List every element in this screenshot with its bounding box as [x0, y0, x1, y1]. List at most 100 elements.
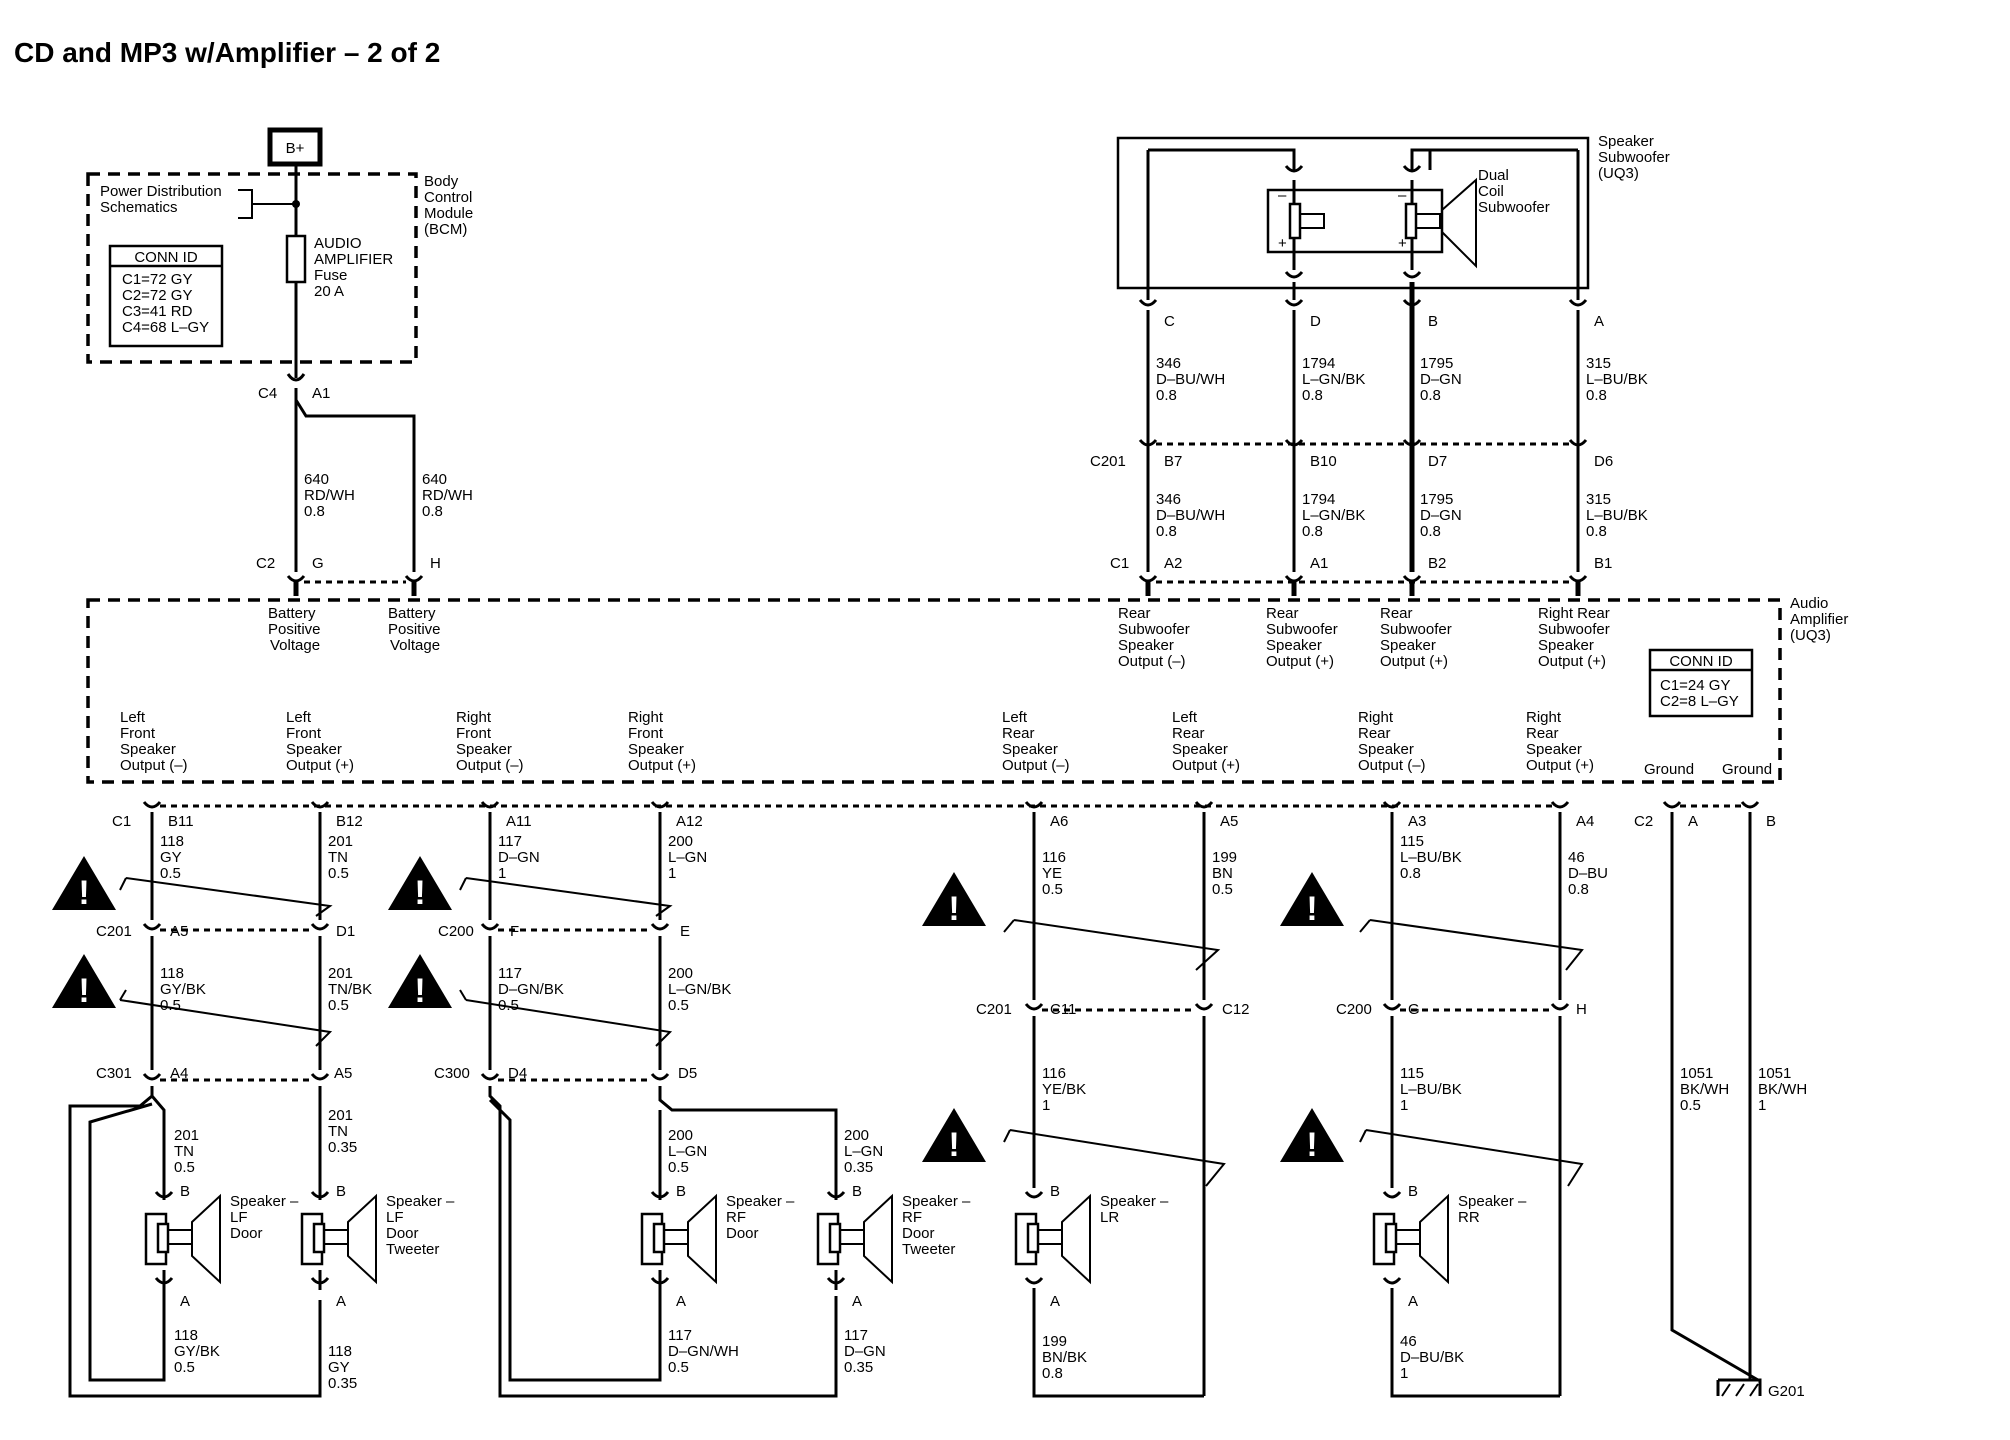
- svg-text:Speaker: Speaker: [1526, 741, 1582, 758]
- svg-text:D5: D5: [678, 1065, 697, 1082]
- svg-text:Subwoofer: Subwoofer: [1118, 621, 1190, 638]
- svg-text:200: 200: [668, 965, 693, 982]
- svg-text:0.8: 0.8: [1042, 1365, 1063, 1382]
- svg-text:L–GN/BK: L–GN/BK: [668, 981, 731, 998]
- svg-text:199: 199: [1212, 849, 1237, 866]
- svg-text:1: 1: [1758, 1097, 1766, 1114]
- svg-text:Front: Front: [456, 725, 492, 742]
- warning-icon: !: [388, 954, 452, 1010]
- svg-text:0.8: 0.8: [1420, 387, 1441, 404]
- connector-label-c1-top: C1: [1110, 555, 1129, 572]
- svg-text:0.8: 0.8: [1302, 387, 1323, 404]
- svg-text:Front: Front: [628, 725, 664, 742]
- svg-text:0.5: 0.5: [1212, 881, 1233, 898]
- svg-text:Speaker –: Speaker –: [726, 1193, 795, 1210]
- front-inline-labels: C201 A5 D1 C200 F E: [96, 923, 690, 940]
- svg-text:Body: Body: [424, 173, 459, 190]
- svg-text:Speaker: Speaker: [1002, 741, 1058, 758]
- svg-text:LR: LR: [1100, 1209, 1119, 1226]
- svg-text:B: B: [676, 1183, 686, 1200]
- svg-text:!: !: [948, 890, 959, 928]
- svg-text:D–BU: D–BU: [1568, 865, 1608, 882]
- svg-text:–: –: [1398, 187, 1407, 204]
- svg-text:L–BU/BK: L–BU/BK: [1400, 1081, 1462, 1098]
- power-distribution-label: Power Distribution Schematics: [100, 183, 222, 216]
- amp-output-wires: [150, 812, 1759, 1382]
- svg-text:Speaker –: Speaker –: [1100, 1193, 1169, 1210]
- svg-text:Door: Door: [902, 1225, 935, 1242]
- svg-text:C201: C201: [976, 1001, 1012, 1018]
- svg-text:0.5: 0.5: [328, 865, 349, 882]
- svg-text:A5: A5: [1220, 813, 1238, 830]
- svg-text:A11: A11: [506, 813, 532, 830]
- svg-text:Speaker: Speaker: [456, 741, 512, 758]
- svg-text:0.5: 0.5: [174, 1159, 195, 1176]
- svg-text:315: 315: [1586, 491, 1611, 508]
- ground-g201-icon: G201: [1716, 1378, 1805, 1400]
- svg-text:L–GN: L–GN: [668, 1143, 707, 1160]
- svg-text:A: A: [852, 1293, 862, 1310]
- svg-text:199: 199: [1042, 1333, 1067, 1350]
- dual-coil-label: Dual Coil Subwoofer: [1478, 167, 1550, 216]
- svg-text:C2: C2: [1634, 813, 1653, 830]
- battery-label: B+: [286, 140, 305, 157]
- svg-text:640: 640: [422, 471, 447, 488]
- svg-text:Fuse: Fuse: [314, 267, 347, 284]
- twisted-pair-rr: [1359, 919, 1584, 1187]
- svg-text:0.8: 0.8: [1420, 523, 1441, 540]
- svg-text:RD/WH: RD/WH: [304, 487, 355, 504]
- svg-text:GY: GY: [160, 849, 182, 866]
- svg-text:0.8: 0.8: [1302, 523, 1323, 540]
- svg-text:–: –: [1278, 187, 1287, 204]
- warning-icon: !: [52, 856, 116, 912]
- wire-640-h: [294, 399, 416, 572]
- svg-text:Subwoofer: Subwoofer: [1266, 621, 1338, 638]
- svg-text:GY/BK: GY/BK: [160, 981, 206, 998]
- connector-label-b7: B7: [1164, 453, 1182, 470]
- svg-text:Rear: Rear: [1380, 605, 1413, 622]
- svg-text:Left: Left: [1172, 709, 1198, 726]
- svg-text:B12: B12: [336, 813, 363, 830]
- svg-text:0.8: 0.8: [1586, 387, 1607, 404]
- svg-text:Amplifier: Amplifier: [1790, 611, 1848, 628]
- svg-text:Output (+): Output (+): [286, 757, 354, 774]
- svg-text:Schematics: Schematics: [100, 199, 178, 216]
- svg-text:B: B: [180, 1183, 190, 1200]
- svg-text:BN/BK: BN/BK: [1042, 1349, 1087, 1366]
- svg-text:Left: Left: [120, 709, 146, 726]
- subwoofer-internal-wiring: [1146, 148, 1432, 300]
- svg-text:Rear: Rear: [1002, 725, 1035, 742]
- svg-text:YE/BK: YE/BK: [1042, 1081, 1086, 1098]
- svg-text:G: G: [1408, 1001, 1420, 1018]
- svg-text:Battery: Battery: [388, 605, 436, 622]
- svg-text:Output (–): Output (–): [120, 757, 188, 774]
- svg-text:117: 117: [844, 1327, 868, 1344]
- svg-text:Speaker: Speaker: [1172, 741, 1228, 758]
- svg-text:D–GN: D–GN: [498, 849, 540, 866]
- svg-text:Speaker: Speaker: [1380, 637, 1436, 654]
- bcm-module-label: Body Control Module (BCM): [424, 173, 473, 238]
- svg-text:E: E: [680, 923, 690, 940]
- svg-text:1794: 1794: [1302, 491, 1335, 508]
- svg-text:20 A: 20 A: [314, 283, 344, 300]
- diagram-title: CD and MP3 w/Amplifier – 2 of 2: [14, 37, 440, 68]
- svg-text:D–GN/WH: D–GN/WH: [668, 1343, 739, 1360]
- svg-text:118: 118: [328, 1343, 352, 1360]
- svg-text:LF: LF: [230, 1209, 248, 1226]
- svg-text:C300: C300: [434, 1065, 470, 1082]
- svg-text:346: 346: [1156, 491, 1181, 508]
- svg-text:H: H: [1576, 1001, 1587, 1018]
- svg-text:Audio: Audio: [1790, 595, 1828, 612]
- svg-text:0.5: 0.5: [174, 1359, 195, 1376]
- svg-text:D–GN/BK: D–GN/BK: [498, 981, 564, 998]
- svg-text:Output (–): Output (–): [1358, 757, 1426, 774]
- connector-c301-c300: [142, 1073, 670, 1081]
- svg-text:BK/WH: BK/WH: [1680, 1081, 1729, 1098]
- svg-text:1794: 1794: [1302, 355, 1335, 372]
- svg-text:1: 1: [1400, 1097, 1408, 1114]
- svg-text:A: A: [180, 1293, 190, 1310]
- svg-text:TN/BK: TN/BK: [328, 981, 372, 998]
- svg-text:201: 201: [328, 1107, 353, 1124]
- warning-icon: !: [1280, 872, 1344, 928]
